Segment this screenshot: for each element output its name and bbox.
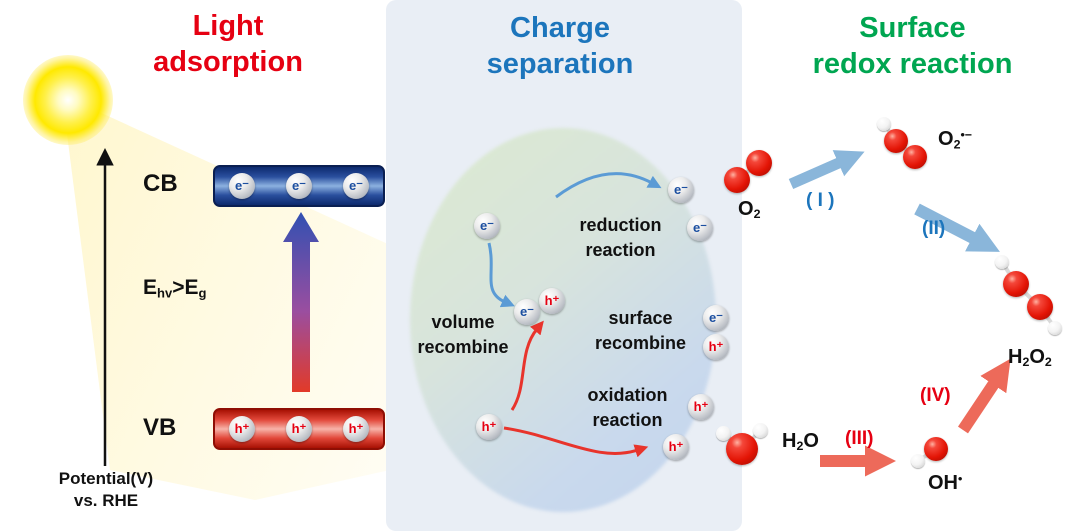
hole-sphere: h⁺ bbox=[688, 394, 714, 420]
step1-label: ( I ) bbox=[806, 190, 835, 211]
step2-label: (II) bbox=[922, 218, 946, 239]
title-line-2: separation bbox=[486, 48, 634, 80]
o2-base: O bbox=[738, 198, 754, 220]
label-line: recombine bbox=[594, 333, 687, 353]
hydrogen-atom bbox=[877, 117, 891, 131]
electron-sphere: e⁻ bbox=[229, 173, 255, 199]
volume-recombine-label: volume recombine bbox=[402, 310, 524, 360]
section-title-redox: Surface redox reaction bbox=[775, 10, 1050, 82]
label-line: reduction bbox=[579, 215, 662, 235]
label-line: recombine bbox=[417, 337, 509, 357]
cb-label: CB bbox=[143, 170, 178, 197]
superoxide-base: O bbox=[938, 128, 954, 151]
oxygen-atom bbox=[903, 145, 927, 169]
section-title-charge: Charge separation bbox=[435, 10, 685, 82]
electron-sphere: e⁻ bbox=[474, 213, 500, 239]
step1-arrow bbox=[788, 150, 865, 190]
hole-sphere: h⁺ bbox=[663, 434, 689, 460]
h2o-p3: O bbox=[803, 430, 819, 452]
h2o2-p4: 2 bbox=[1044, 355, 1052, 370]
hydrogen-atom bbox=[1048, 321, 1062, 335]
hole-sphere: h⁺ bbox=[703, 334, 729, 360]
hole-sphere: h⁺ bbox=[286, 416, 312, 442]
title-line-2: adsorption bbox=[153, 46, 303, 78]
axis-label-line-1: Potential(V) bbox=[58, 469, 154, 488]
step2-arrow bbox=[914, 203, 1000, 252]
oh-base: OH bbox=[928, 472, 958, 495]
energy-condition-label: Ehv>Eg bbox=[143, 276, 206, 300]
section-title-light: Light adsorption bbox=[103, 8, 353, 80]
energy-sub1: hv bbox=[157, 285, 173, 301]
label-line: oxidation bbox=[587, 385, 668, 405]
h2o2-p3: O bbox=[1029, 346, 1045, 368]
step4-label: (IV) bbox=[920, 385, 951, 406]
h2o-p2: 2 bbox=[796, 439, 804, 454]
step3-label: (III) bbox=[845, 428, 874, 449]
title-line-2: redox reaction bbox=[812, 48, 1013, 80]
oxygen-atom bbox=[746, 150, 772, 176]
energy-sub2: g bbox=[198, 285, 207, 301]
surface-recombine-label: surface recombine bbox=[578, 306, 703, 356]
oxygen-atom bbox=[726, 433, 758, 465]
conduction-band: e⁻ e⁻ e⁻ bbox=[213, 165, 385, 207]
title-line-1: Light bbox=[192, 10, 264, 42]
potential-axis-label: Potential(V) vs. RHE bbox=[30, 468, 182, 512]
electron-sphere: e⁻ bbox=[703, 305, 729, 331]
hole-sphere: h⁺ bbox=[343, 416, 369, 442]
h2o-p1: H bbox=[782, 430, 797, 452]
label-line: reaction bbox=[592, 410, 663, 430]
hole-sphere: h⁺ bbox=[539, 288, 565, 314]
h2o2-p2: 2 bbox=[1022, 355, 1030, 370]
o2-label: O2 bbox=[738, 198, 760, 221]
axis-label-line-2: vs. RHE bbox=[73, 491, 139, 510]
h2o-label: H2O bbox=[782, 430, 819, 453]
vb-label: VB bbox=[143, 414, 177, 441]
superoxide-sup: •− bbox=[960, 128, 973, 142]
hydrogen-atom bbox=[716, 426, 731, 441]
oxygen-atom bbox=[1027, 294, 1053, 320]
superoxide-label: O2•− bbox=[938, 128, 972, 151]
hole-oxidation-arrow bbox=[503, 426, 649, 458]
oxidation-reaction-label: oxidation reaction bbox=[565, 383, 690, 433]
superoxide-sub: 2 bbox=[953, 137, 961, 152]
hole-volume-recombine-arrow bbox=[510, 320, 544, 411]
o2-sub: 2 bbox=[753, 207, 761, 222]
hole-sphere: h⁺ bbox=[476, 414, 502, 440]
title-line-1: Surface bbox=[859, 12, 966, 44]
hole-sphere: h⁺ bbox=[229, 416, 255, 442]
oh-sup: • bbox=[958, 472, 963, 486]
oh-radical-label: OH• bbox=[928, 472, 962, 495]
electron-volume-recombine-arrow bbox=[487, 242, 515, 308]
step4-arrow bbox=[958, 358, 1011, 434]
label-line: volume bbox=[431, 312, 495, 332]
reduction-reaction-label: reduction reaction bbox=[558, 213, 683, 263]
electron-sphere: e⁻ bbox=[687, 215, 713, 241]
bandgap-excitation-arrow bbox=[283, 212, 319, 392]
oxygen-atom bbox=[884, 129, 908, 153]
title-line-1: Charge bbox=[510, 12, 610, 44]
energy-e1: E bbox=[143, 276, 158, 299]
valence-band: h⁺ h⁺ h⁺ bbox=[213, 408, 385, 450]
sun-icon bbox=[23, 55, 113, 145]
oxygen-atom bbox=[924, 437, 948, 461]
energy-gt: > bbox=[172, 276, 185, 299]
electron-sphere: e⁻ bbox=[286, 173, 312, 199]
electron-sphere: e⁻ bbox=[514, 299, 540, 325]
label-line: reaction bbox=[585, 240, 656, 260]
oxygen-atom bbox=[724, 167, 750, 193]
hydrogen-atom bbox=[995, 255, 1009, 269]
energy-e2: E bbox=[184, 276, 199, 299]
h2o2-p1: H bbox=[1008, 346, 1023, 368]
h2o2-label: H2O2 bbox=[1008, 346, 1052, 369]
hydrogen-atom bbox=[753, 423, 768, 438]
label-line: surface bbox=[608, 308, 673, 328]
hydrogen-atom bbox=[911, 454, 925, 468]
electron-reduction-arrow bbox=[555, 172, 662, 199]
electron-sphere: e⁻ bbox=[668, 177, 694, 203]
electron-sphere: e⁻ bbox=[343, 173, 369, 199]
oxygen-atom bbox=[1003, 271, 1029, 297]
